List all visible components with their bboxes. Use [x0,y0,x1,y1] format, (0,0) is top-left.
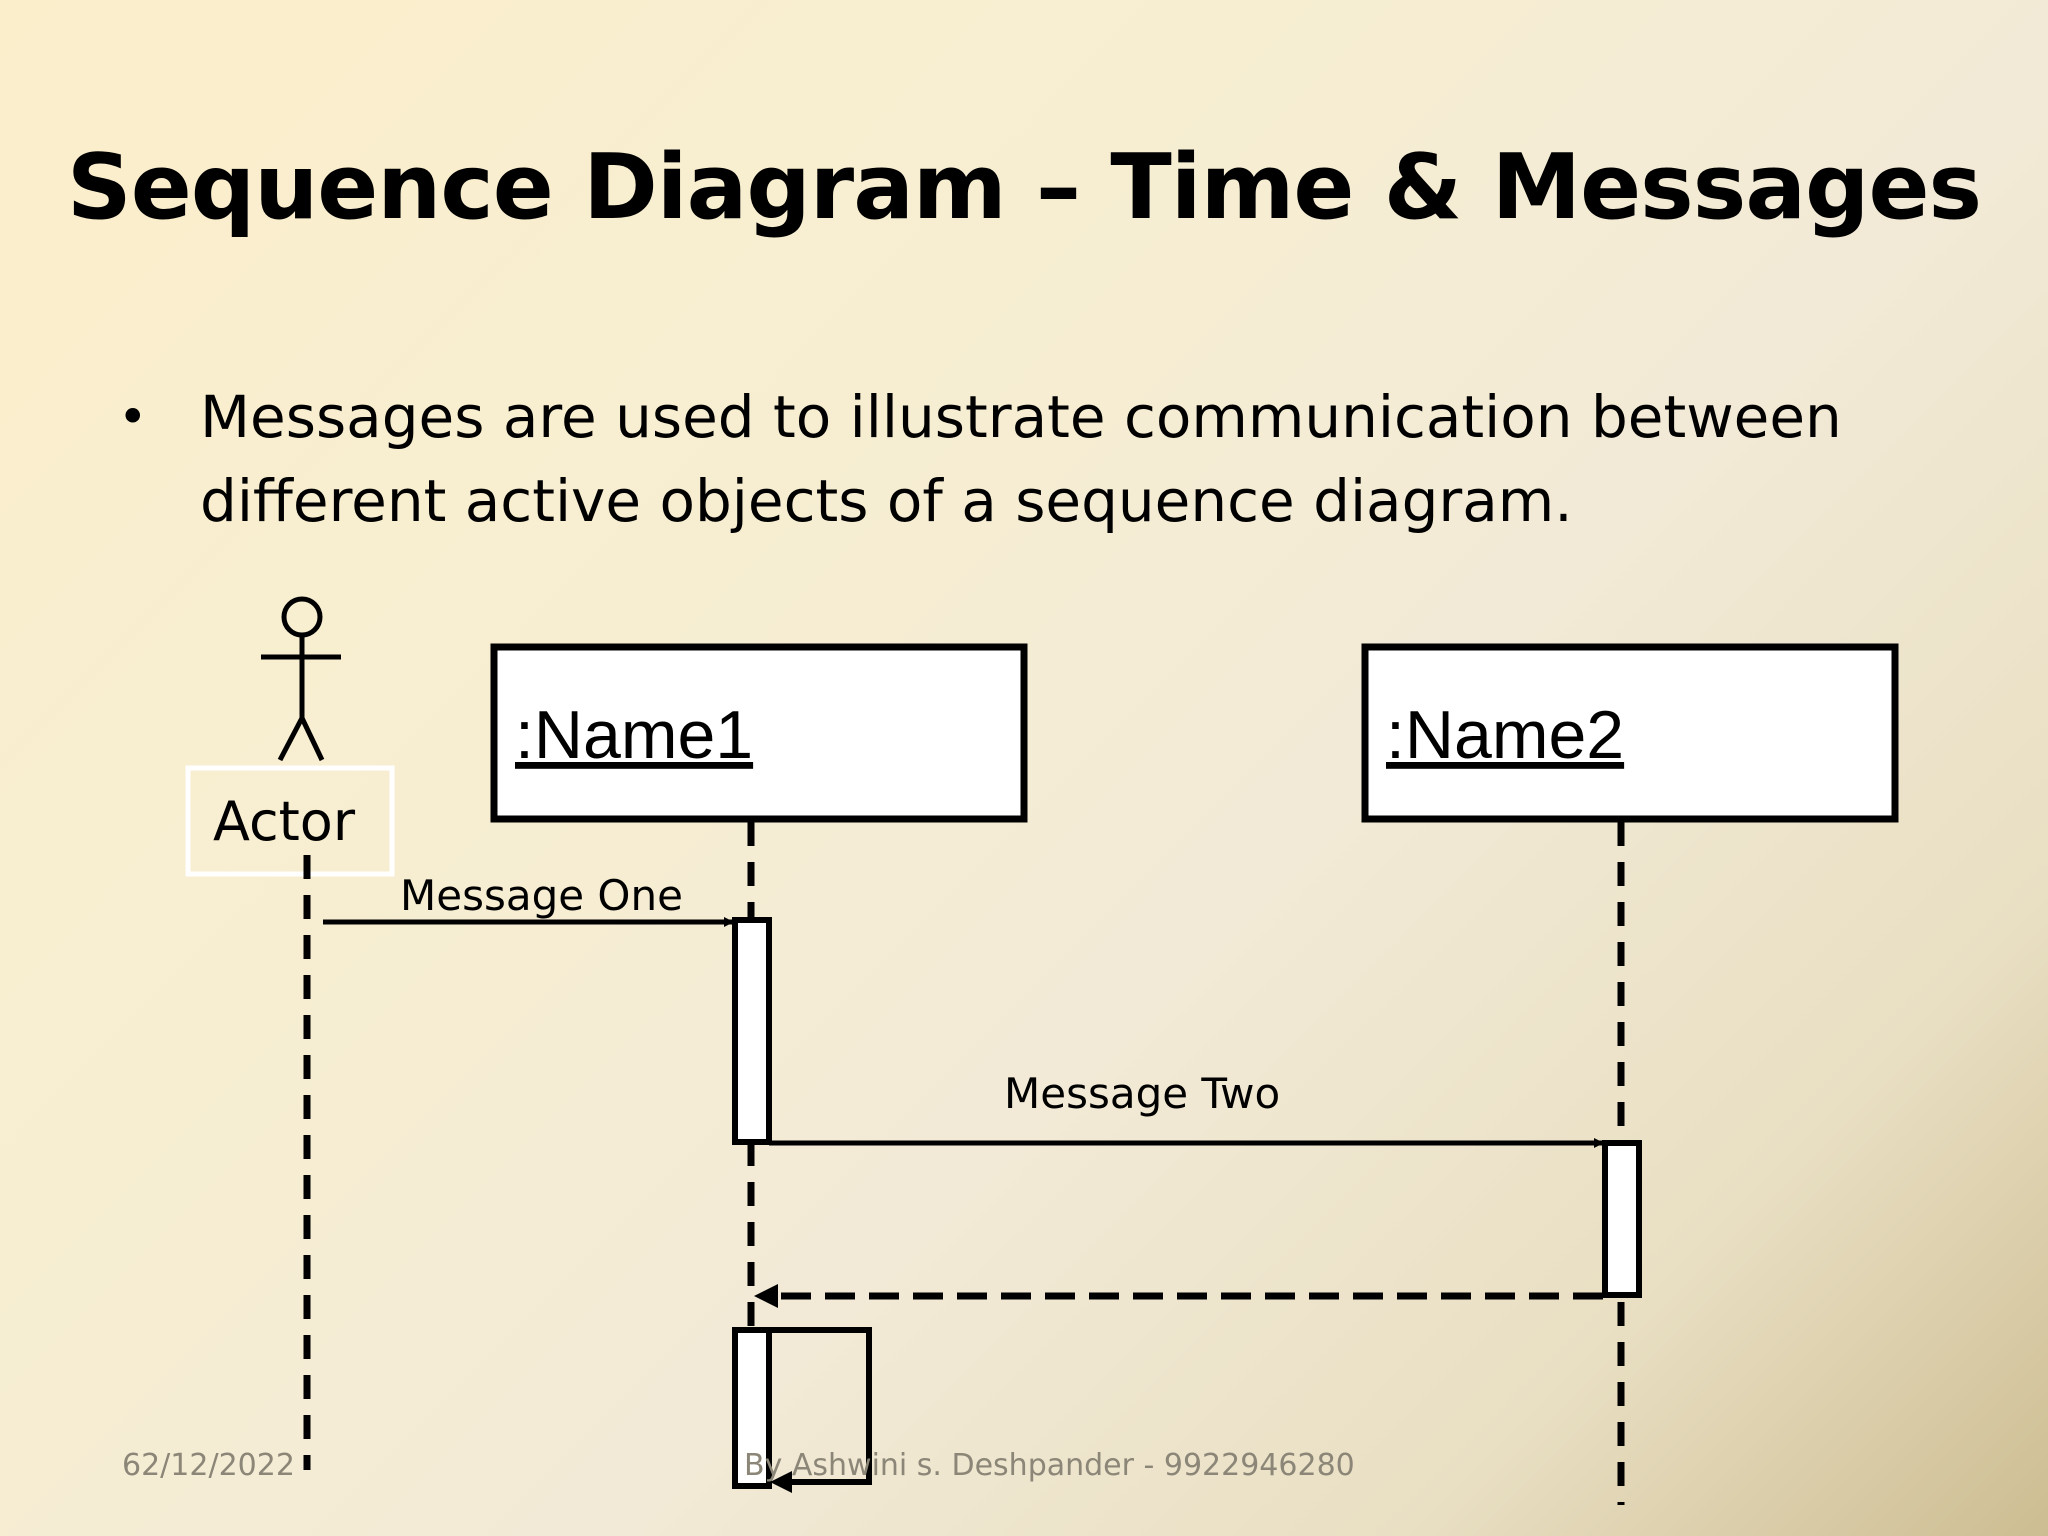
object-name1-box [490,643,1028,823]
name1-self-activation-bar [732,1327,772,1489]
object-name2-box [1361,643,1899,823]
slide-title: Sequence Diagram – Time & Messages [66,135,1982,240]
return-arrowhead-icon [754,1284,778,1308]
actor-label: Actor [213,790,356,853]
name1-activation-bar [732,917,772,1145]
actor-icon [261,596,341,762]
message-two-label: Message Two [1004,1069,1280,1118]
footer-date: 62/12/2022 [122,1448,295,1483]
message-one-label: Message One [400,871,683,920]
name2-activation-bar [1602,1140,1642,1298]
self-message-arrow [769,1327,872,1485]
self-message-arrowhead-icon [770,1471,792,1493]
footer-author: By Ashwini s. Deshpander - 9922946280 [744,1448,1355,1483]
actor-label-box [185,765,395,877]
object-name2-label: :Name2 [1386,697,1624,773]
object-name1-label: :Name1 [515,697,753,773]
bullet-icon: • [118,388,148,446]
bullet-text: Messages are used to illustrate communic… [200,383,1842,535]
